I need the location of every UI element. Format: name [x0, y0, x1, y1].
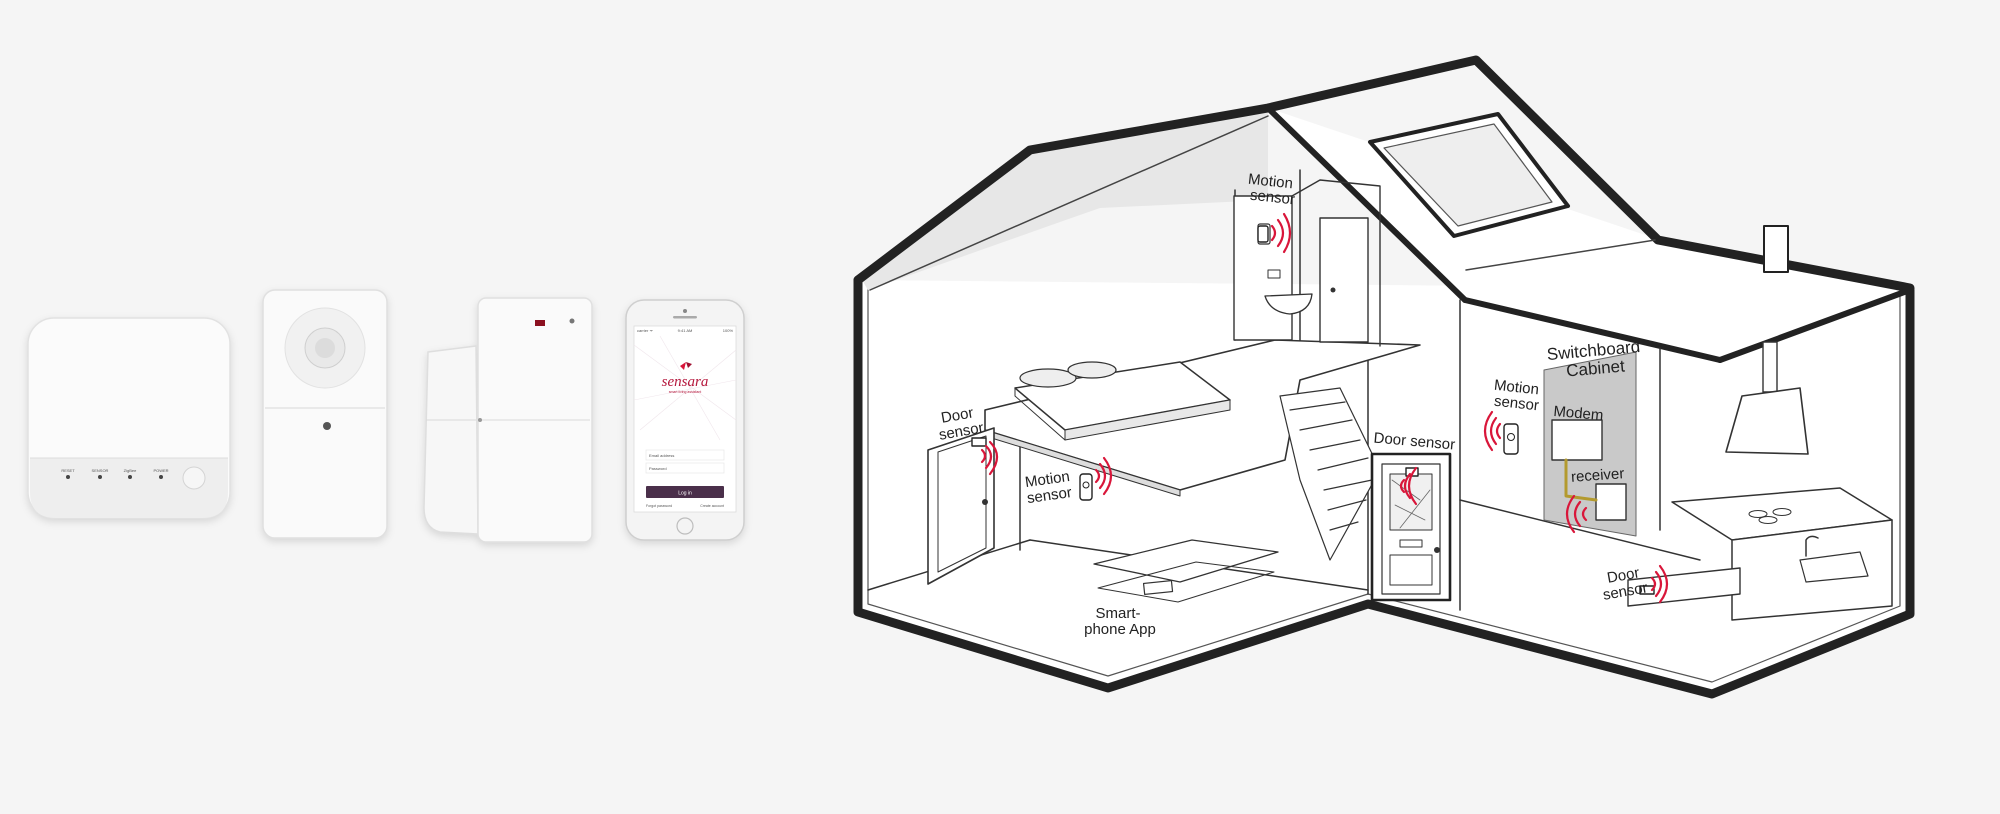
modem-box	[1551, 419, 1603, 461]
bed	[1014, 361, 1231, 441]
phone-email-field	[645, 449, 725, 461]
chimney	[1763, 225, 1789, 273]
smartphone-app-platform	[1093, 539, 1279, 603]
bathroom	[1233, 179, 1381, 347]
phone-create-link: Create account	[700, 504, 724, 508]
label-door-kitchen-line1: Door	[1606, 564, 1641, 586]
door-sensor-device	[423, 297, 593, 543]
phone-password-field	[645, 462, 725, 474]
phone-password-placeholder: Password	[649, 466, 667, 471]
faucet-icon	[1805, 535, 1819, 557]
phone-status-battery: 100%	[723, 328, 734, 333]
sensara-bird-icon	[680, 362, 692, 370]
house-cutaway: Motion sensor Door sensor Motion sensor …	[853, 55, 1915, 699]
smartphone-device: carrier ᯤ 9:41 AM 100% sensara smart liv…	[625, 299, 745, 541]
hub-power-button	[182, 466, 206, 490]
label-receiver: receiver	[1570, 465, 1624, 486]
staircase	[1279, 387, 1381, 561]
label-smartphone-line1: Smart-	[1096, 605, 1141, 622]
toilet-icon	[1264, 293, 1313, 315]
label-motion-right-line1: Motion	[1493, 377, 1540, 399]
phone-email-placeholder: Email address	[649, 453, 674, 458]
motion-sensor-right	[1483, 410, 1519, 455]
motion-sensor-top	[1257, 212, 1292, 254]
hub-device: RESET SENSOR ZigBee POWER	[27, 317, 231, 519]
product-lineup: RESET SENSOR ZigBee POWER	[27, 289, 745, 543]
smartphone-icon	[1142, 579, 1174, 596]
phone-brand: sensara	[662, 374, 709, 390]
hub-led-row: RESET SENSOR ZigBee POWER	[61, 468, 169, 479]
label-modem: Modem	[1553, 403, 1604, 424]
phone-home-button	[676, 517, 694, 535]
house-roof	[853, 55, 1915, 293]
motion-sensor-mid	[1079, 456, 1113, 501]
phone-status-time: 9:41 AM	[678, 328, 693, 333]
label-door-left-line1: Door	[940, 404, 975, 426]
hub-led-label-power: POWER	[153, 468, 168, 473]
receiver-box	[1595, 483, 1627, 521]
range-hood	[1725, 341, 1809, 455]
label-motion-top-line2: sensor	[1249, 187, 1296, 209]
phone-login-label: Log in	[678, 491, 692, 497]
door-sensor-left	[971, 437, 999, 476]
hub-led-label-zigbee: ZigBee	[124, 468, 137, 473]
label-motion-mid-line2: sensor	[1026, 484, 1073, 507]
door-sensor-indicator	[535, 320, 545, 326]
kitchen-counter	[1627, 487, 1893, 621]
phone-login-button	[646, 486, 724, 498]
label-motion-right-line2: sensor	[1493, 393, 1540, 415]
hub-led-label-reset: RESET	[61, 468, 75, 473]
skylight	[1368, 112, 1570, 238]
hub-led-label-sensor: SENSOR	[92, 468, 109, 473]
motion-sensor-device	[262, 289, 388, 539]
door-sensor-front	[1399, 466, 1419, 506]
phone-forgot-link: Forgot password	[646, 504, 672, 508]
receiver-signal	[1565, 494, 1588, 534]
phone-status-carrier: carrier ᯤ	[637, 328, 653, 333]
switchboard-cabinet	[1543, 351, 1637, 537]
label-smartphone-line2: phone App	[1084, 621, 1156, 638]
label-motion-mid-line1: Motion	[1024, 468, 1071, 491]
door-sensor-kitchen	[1639, 564, 1669, 604]
phone-tagline: smart living assistant	[669, 390, 702, 394]
label-motion-top-line1: Motion	[1247, 171, 1294, 193]
left-door	[927, 427, 995, 585]
